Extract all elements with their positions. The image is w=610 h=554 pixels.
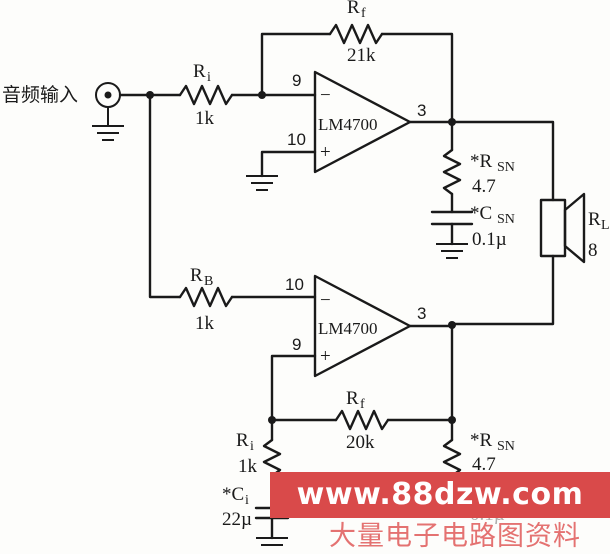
rsn-top-value: 4.7 [472,176,496,197]
rsn-top-sub: SN [497,160,515,175]
rb-value: 1k [195,313,215,334]
rf-top-name: R [347,0,360,18]
ri-top-sub: i [207,70,211,85]
resistor-rf-bottom [334,409,390,431]
ci-bottom-sub: i [245,493,249,508]
speaker-icon [539,192,586,264]
opamp-top [313,70,412,174]
opamp-bottom-minus: − [320,290,331,311]
rl-value: 8 [588,240,598,261]
resistor-rb [178,286,234,308]
ground-icon [436,243,468,259]
opamp-bottom [313,274,412,378]
wire-top-noninv-gnd [260,150,317,178]
rf-bottom-value: 20k [346,432,375,453]
rsn-top-name: *R [470,151,493,172]
ground-icon [256,537,288,546]
wire-feedback-top-right [380,32,454,124]
rsn-bottom-sub: SN [497,439,515,454]
wire-input-to-rb [148,93,182,299]
watermark-url[interactable]: www.88dzw.com [296,477,584,512]
opamp-bottom-pin-noninv: 9 [292,335,301,354]
csn-top-name: *C [470,203,492,224]
ri-top-value: 1k [195,108,215,129]
wire-feedback-top [260,32,332,97]
resistor-rsn-bottom [442,438,462,478]
opamp-bottom-pin-inv: 10 [285,275,304,294]
opamp-top-pin-noninv: 10 [287,130,306,149]
ci-bottom-value: 22µ [222,509,252,530]
rl-sub: L [601,218,610,233]
wire-bottom-noninv [270,354,317,422]
rsn-bottom-value: 4.7 [472,454,496,475]
resistor-ri-top [178,84,234,106]
rf-top-value: 21k [347,45,376,66]
rf-bottom-name: R [346,388,359,409]
resistor-rsn-top [442,148,462,196]
ri-top-name: R [193,61,206,82]
resistor-rf-top [328,23,384,45]
opamp-top-pin-out: 3 [417,101,426,120]
ri-bottom-value: 1k [238,456,258,477]
opamp-top-pin-inv: 9 [292,71,301,90]
opamp-top-plus: + [320,142,331,163]
capacitor-csn-top [430,210,474,226]
wire-top-to-speaker [450,120,555,202]
resistor-ri-bottom [262,438,282,478]
ci-bottom-name: *C [222,484,244,505]
ground-icon [246,175,278,191]
rsn-bottom-name: *R [470,430,493,451]
opamp-top-chip: LM4700 [318,115,378,134]
opamp-bottom-plus: + [320,346,331,367]
rf-bottom-sub: f [360,397,365,412]
opamp-bottom-chip: LM4700 [318,319,378,338]
rb-name: R [190,265,203,286]
ri-bottom-sub: i [250,439,254,454]
opamp-bottom-pin-out: 3 [417,304,426,323]
rl-name: R [588,209,601,230]
watermark-banner [270,472,610,518]
wire-speaker-bottom [450,254,555,326]
rf-top-sub: f [361,6,366,21]
input-label: 音频输入 [2,84,78,106]
watermark-site-text: 大量电子电路图资料 [329,521,581,552]
rb-sub: B [204,274,213,289]
csn-top-sub: SN [497,212,515,227]
ri-bottom-name: R [236,430,249,451]
opamp-top-minus: − [320,85,331,106]
input-jack-icon [92,82,124,141]
csn-top-value: 0.1µ [472,229,507,250]
